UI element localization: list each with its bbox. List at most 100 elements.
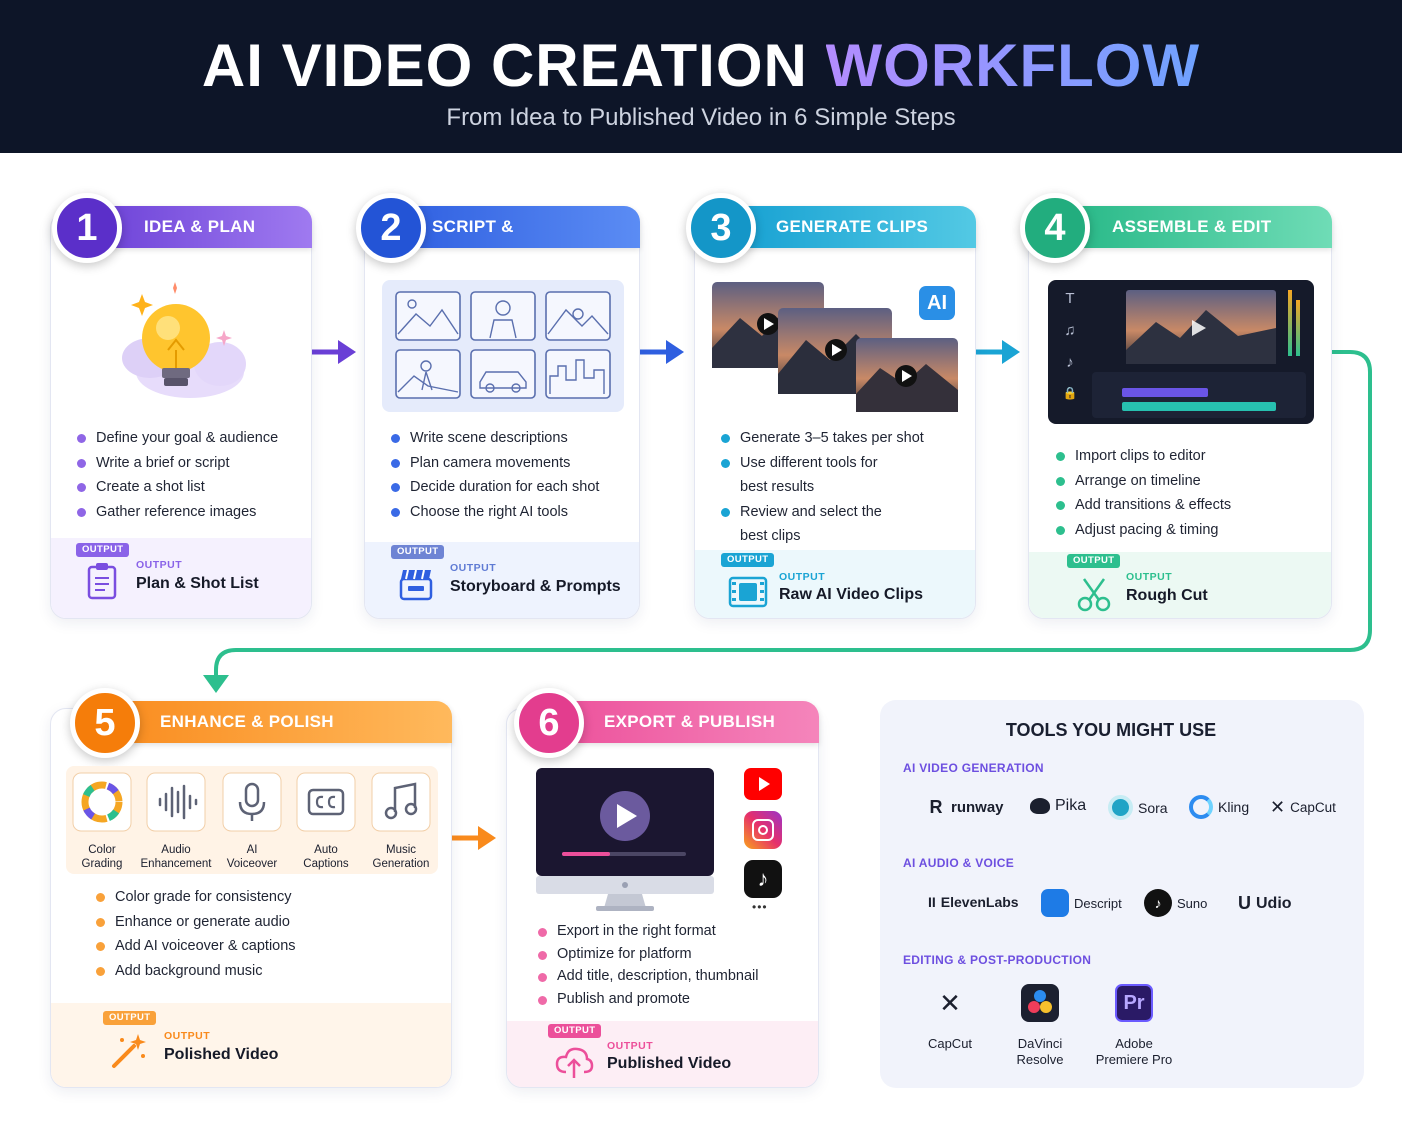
color-wheel-icon — [72, 772, 132, 832]
feature-label: Grading — [81, 858, 123, 870]
tool-capcut-editor[interactable]: ✕ CapCut — [920, 984, 980, 1051]
step-6-output: Published Video — [607, 1055, 732, 1072]
music-tool-icon[interactable]: ♪ — [1066, 354, 1074, 371]
list-item: Adjust pacing & timing — [1055, 518, 1231, 543]
list-item: Decide duration for each shot — [390, 475, 599, 500]
timeline-clip-purple[interactable] — [1122, 388, 1208, 397]
sora-logo-icon — [1108, 795, 1133, 820]
step-2-output: Storyboard & Prompts — [450, 578, 621, 595]
list-item: Add AI voiceover & captions — [95, 934, 296, 959]
list-item: Add background music — [95, 959, 296, 984]
film-icon — [728, 576, 768, 608]
tool-descript[interactable]: Descript — [1041, 889, 1122, 917]
tools-title: TOOLS YOU MIGHT USE — [1005, 720, 1217, 740]
step-6-output-label: OUTPUT — [607, 1040, 654, 1052]
step-1-bullets: Define your goal & audience Write a brie… — [76, 426, 278, 524]
tool-capcut[interactable]: ✕CapCut — [1270, 797, 1336, 817]
arrow-3-4 — [976, 340, 1020, 364]
step-6-output-tag: OUTPUT — [548, 1024, 602, 1038]
step-1-card — [50, 212, 312, 619]
tool-sora[interactable]: Sora — [1108, 795, 1168, 820]
step-4-output-tag: OUTPUT — [1067, 554, 1121, 568]
udio-logo-icon: U — [1238, 893, 1251, 913]
more-platforms-icon[interactable]: ••• — [752, 900, 768, 914]
clapperboard-icon — [399, 569, 433, 601]
feature-ai-voiceover: AI Voiceover — [220, 772, 284, 871]
tool-kling[interactable]: Kling — [1189, 795, 1249, 819]
lock-tool-icon[interactable]: 🔒 — [1062, 386, 1078, 400]
capcut-logo-icon: ✕ — [1270, 797, 1286, 817]
header-banner: AI VIDEO CREATION WORKFLOW From Idea to … — [0, 0, 1402, 153]
audio-tool-icon[interactable]: ♫ — [1064, 322, 1076, 339]
pika-logo-icon — [1030, 798, 1050, 814]
level-meter — [1288, 290, 1292, 356]
list-item: Plan camera movements — [390, 451, 599, 476]
step-1-output-label: OUTPUT — [136, 559, 183, 571]
captions-icon — [296, 772, 356, 832]
instagram-icon[interactable] — [744, 811, 782, 849]
step-4-output-label: OUTPUT — [1126, 571, 1173, 583]
step-3-badge: 3 — [686, 193, 756, 263]
video-clips-stack-image — [712, 282, 958, 412]
youtube-icon[interactable] — [744, 768, 782, 800]
music-note-icon — [371, 772, 431, 832]
step-2-bullets: Write scene descriptions Plan camera mov… — [390, 426, 599, 524]
step-2-output-label: OUTPUT — [450, 562, 497, 574]
level-meter — [1296, 300, 1300, 356]
page-title: AI VIDEO CREATION WORKFLOW — [201, 32, 1201, 99]
tiktok-icon[interactable]: ♪ — [744, 860, 782, 898]
step-3-output-label: OUTPUT — [779, 571, 826, 583]
step-6-ribbon: EXPORT & PUBLISH — [542, 701, 819, 743]
descript-logo-icon — [1041, 889, 1069, 917]
tool-suno[interactable]: ♪Suno — [1144, 889, 1207, 917]
ai-badge-icon: AI — [919, 286, 955, 320]
tools-video-heading: AI VIDEO GENERATION — [903, 761, 1044, 775]
runway-logo-icon: R — [929, 796, 943, 817]
capcut-logo-icon: ✕ — [939, 988, 961, 1018]
step-3-output: Raw AI Video Clips — [779, 586, 924, 603]
timeline-clip-teal[interactable] — [1122, 402, 1276, 411]
list-item: Create a shot list — [76, 475, 278, 500]
step-2-badge: 2 — [356, 193, 426, 263]
step-4-bullets: Import clips to editor Arrange on timeli… — [1055, 444, 1231, 542]
magic-wand-icon — [112, 1034, 146, 1068]
list-item: Publish and promote — [537, 988, 759, 1011]
step-2-output-tag: OUTPUT — [391, 545, 445, 559]
tool-davinci-resolve[interactable]: DaVinci Resolve — [1004, 984, 1076, 1068]
step-3-bullets: Generate 3–5 takes per shot Use differen… — [720, 426, 960, 549]
step-1-output: Plan & Shot List — [136, 575, 259, 592]
premiere-logo-icon: Pr — [1115, 984, 1153, 1022]
arrow-2-3 — [640, 340, 684, 364]
list-item: Write a brief or script — [76, 451, 278, 476]
feature-label: Auto — [314, 844, 338, 856]
arrow-4-5-head — [203, 675, 229, 693]
arrow-4-5-loop — [214, 350, 1372, 678]
feature-audio-enhancement: Audio Enhancement — [138, 772, 214, 871]
text-tool-icon[interactable]: T — [1065, 290, 1075, 307]
tool-pika[interactable]: Pika — [1030, 797, 1086, 815]
feature-label: Generation — [372, 858, 430, 870]
tool-adobe-premiere-pro[interactable]: Pr Adobe Premiere Pro — [1090, 984, 1178, 1068]
list-item: Color grade for consistency — [95, 885, 296, 910]
step-4-badge: 4 — [1020, 193, 1090, 263]
kling-logo-icon — [1189, 795, 1213, 819]
davinci-logo-icon — [1021, 984, 1059, 1022]
step-3-card — [694, 212, 976, 619]
feature-label: Color — [88, 844, 116, 856]
feature-label: Audio — [161, 844, 191, 856]
list-item: Arrange on timeline — [1055, 469, 1231, 494]
list-item: Choose the right AI tools — [390, 500, 599, 525]
list-item: Add transitions & effects — [1055, 493, 1231, 518]
scissors-icon — [1077, 578, 1111, 612]
list-item: Use different tools for best results — [720, 451, 890, 500]
step-5-output: Polished Video — [164, 1046, 279, 1063]
microphone-icon — [222, 772, 282, 832]
list-item: Define your goal & audience — [76, 426, 278, 451]
feature-label: Captions — [303, 858, 349, 870]
list-item: Optimize for platform — [537, 943, 759, 966]
feature-label: AI — [246, 844, 258, 856]
